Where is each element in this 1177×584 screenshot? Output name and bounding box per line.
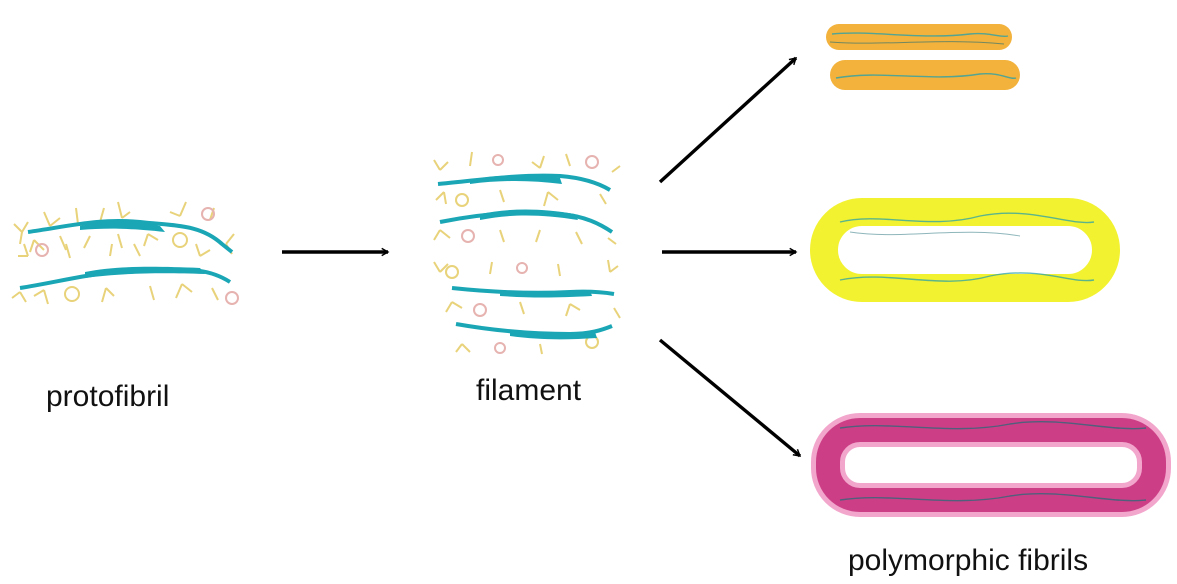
protofibril-structure — [11, 201, 239, 305]
fibril-orange-lower — [830, 60, 1020, 90]
filament-sidechains — [433, 151, 621, 355]
protofibril-strand-1 — [27, 218, 234, 254]
fibril-yellow — [810, 198, 1120, 302]
fibril-orange-upper — [826, 24, 1012, 50]
fibril-yellow-ring — [810, 198, 1120, 302]
fibril-magenta-ring — [816, 418, 1166, 512]
filament-strand-2-sheet — [480, 209, 578, 220]
filament-strand-1 — [437, 173, 612, 192]
arrow-filament-to-fibril-3 — [658, 338, 802, 458]
fibril-magenta — [811, 413, 1171, 517]
protofibril-label: protofibril — [46, 380, 170, 413]
protofibril-sidechains — [11, 201, 239, 305]
filament-strand-3-sheet — [500, 290, 592, 298]
filament-strand-4-sheet — [510, 330, 597, 340]
filament-structure — [433, 151, 621, 355]
arrow-filament-to-fibril-1 — [658, 56, 798, 184]
fibril-orange — [826, 24, 1020, 90]
protofibril-strand-2-sheet — [85, 266, 205, 278]
protofibril-strand-1-sheet — [80, 221, 165, 232]
filament-label: filament — [476, 374, 582, 407]
polymorphic-fibrils-label: polymorphic fibrils — [848, 544, 1089, 577]
filament-strand-1-sheet — [470, 175, 562, 184]
